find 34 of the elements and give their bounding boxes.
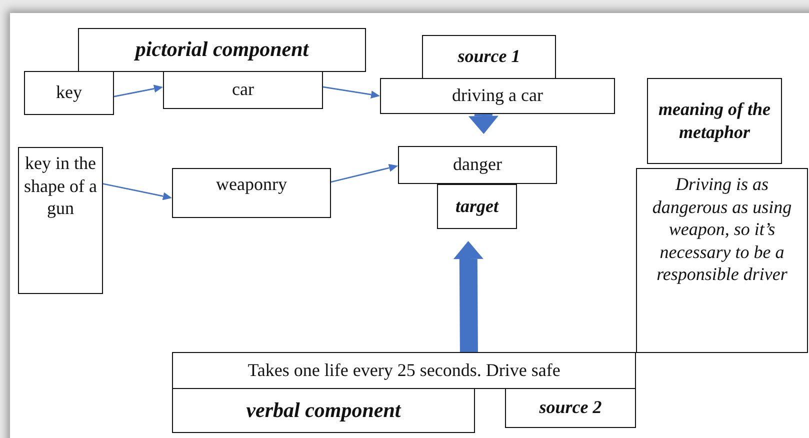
text-box <box>172 168 331 218</box>
box-text: source 2 <box>539 396 602 420</box>
text-box <box>163 71 323 109</box>
box-text: verbal component <box>246 396 401 424</box>
box-text: meaning of the metaphor <box>657 98 772 144</box>
box-text: key in the shape of a gun <box>23 152 98 220</box>
text-box <box>505 388 636 428</box>
text-box <box>380 78 615 114</box>
box-text: car <box>232 78 254 102</box>
text-box <box>647 78 782 164</box>
box-text: danger <box>453 153 502 176</box>
box-text: source 1 <box>458 45 520 68</box>
box-text: weaponry <box>216 173 287 196</box>
box-text: target <box>456 194 498 218</box>
arrow <box>114 84 163 98</box>
text-box <box>172 352 636 389</box>
arrow <box>322 86 380 99</box>
text-box <box>437 184 517 229</box>
text-box <box>172 388 475 433</box>
arrow <box>330 164 398 183</box>
text-box <box>24 71 114 115</box>
block-arrow <box>468 114 498 134</box>
box-text: pictorial component <box>135 36 309 64</box>
arrow <box>102 183 172 200</box>
box-text: driving a car <box>452 84 543 108</box>
block-arrow <box>453 241 484 352</box>
text-box <box>398 146 557 184</box>
box-text: Driving is as dangerous as using weapon, so it’s necessary to be a responsible driver <box>651 173 793 286</box>
text-box <box>18 147 103 294</box>
text-box <box>636 168 808 353</box>
box-text: Takes one life every 25 seconds. Drive safe <box>248 358 560 382</box>
text-box <box>422 35 556 79</box>
text-box <box>78 28 366 72</box>
box-text: key <box>56 81 82 104</box>
